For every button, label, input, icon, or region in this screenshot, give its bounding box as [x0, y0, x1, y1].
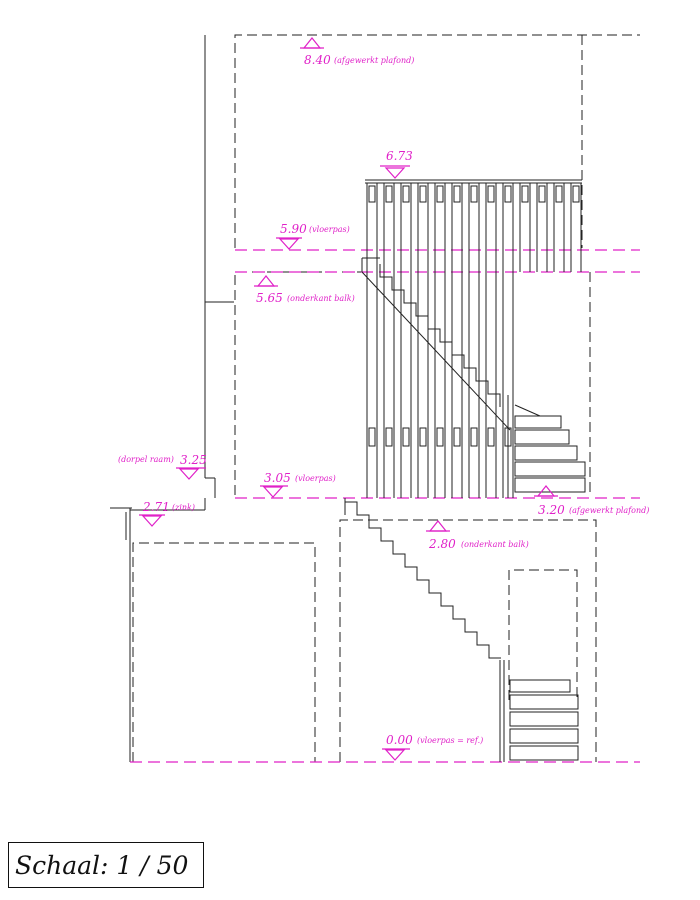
lower-winder [499, 660, 579, 762]
level-3-05: 3.05 (vloerpas) [260, 471, 336, 498]
level-3-25-value: 3.25 [180, 453, 207, 467]
rail-knot [470, 185, 478, 203]
rail-knot [453, 185, 461, 203]
rail-knot [385, 185, 393, 203]
rail-knot [436, 185, 444, 203]
level-3-20-note: (afgewerkt plafond) [569, 506, 649, 515]
rail-knot [419, 427, 427, 447]
level-8-40-note: (afgewerkt plafond) [334, 56, 414, 65]
level-3-05-value: 3.05 [264, 471, 291, 485]
level-5-90: 5.90 (vloerpas) [276, 222, 350, 250]
upper-stair [361, 257, 514, 498]
rail-knot [572, 185, 580, 203]
rail-knot [402, 427, 410, 447]
rail-knot [453, 427, 461, 447]
level-3-20: 3.20 (afgewerkt plafond) [534, 485, 649, 517]
railing [365, 179, 582, 498]
rail-knot [368, 427, 376, 447]
level-6-73-value: 6.73 [386, 149, 413, 163]
level-0-00-note: (vloerpas = ref.) [417, 736, 483, 745]
level-2-71-value: 2.71 [142, 500, 170, 514]
rail-knot [555, 185, 563, 203]
level-5-65: 5.65 (onderkant balk) [254, 275, 355, 305]
rail-knot [385, 427, 393, 447]
level-8-40-value: 8.40 [304, 53, 331, 67]
lower-stair [344, 498, 501, 659]
level-markers: 8.40 (afgewerkt plafond) 6.73 5.90 (vloe… [118, 37, 649, 761]
level-5-65-note: (onderkant balk) [287, 294, 355, 303]
rail-knot [487, 185, 495, 203]
level-5-90-note: (vloerpas) [309, 225, 350, 234]
level-0-00-value: 0.00 [386, 733, 413, 747]
rail-knot [521, 185, 529, 203]
room-outlines [132, 34, 640, 762]
rail-knot [402, 185, 410, 203]
level-3-20-value: 3.20 [538, 503, 565, 517]
level-2-80-value: 2.80 [428, 537, 456, 551]
level-5-65-value: 5.65 [256, 291, 283, 305]
level-3-05-note: (vloerpas) [295, 474, 336, 483]
upper-winder [514, 404, 586, 493]
level-5-90-value: 5.90 [280, 222, 307, 236]
level-2-80: 2.80 (onderkant balk) [426, 520, 529, 551]
rail-knot [504, 185, 512, 203]
level-2-71-note: (zink) [172, 503, 195, 512]
level-6-73: 6.73 [380, 149, 413, 179]
rail-knot [419, 185, 427, 203]
rail-knot [470, 427, 478, 447]
floor-lines [130, 249, 640, 763]
rail-knot [436, 427, 444, 447]
scale-box: Schaal: 1 / 50 [8, 842, 204, 888]
rail-knot [538, 185, 546, 203]
rail-knot [487, 427, 495, 447]
level-8-40: 8.40 (afgewerkt plafond) [300, 37, 414, 67]
level-2-80-note: (onderkant balk) [461, 540, 529, 549]
scale-label: Schaal: 1 / 50 [15, 851, 189, 880]
level-3-25-note: (dorpel raam) [118, 455, 174, 464]
level-3-25: (dorpel raam) 3.25 [118, 453, 207, 480]
level-2-71: 2.71 (zink) [139, 500, 195, 527]
building-outline [110, 35, 234, 762]
rail-knot [368, 185, 376, 203]
level-0-00: 0.00 (vloerpas = ref.) [382, 733, 483, 761]
